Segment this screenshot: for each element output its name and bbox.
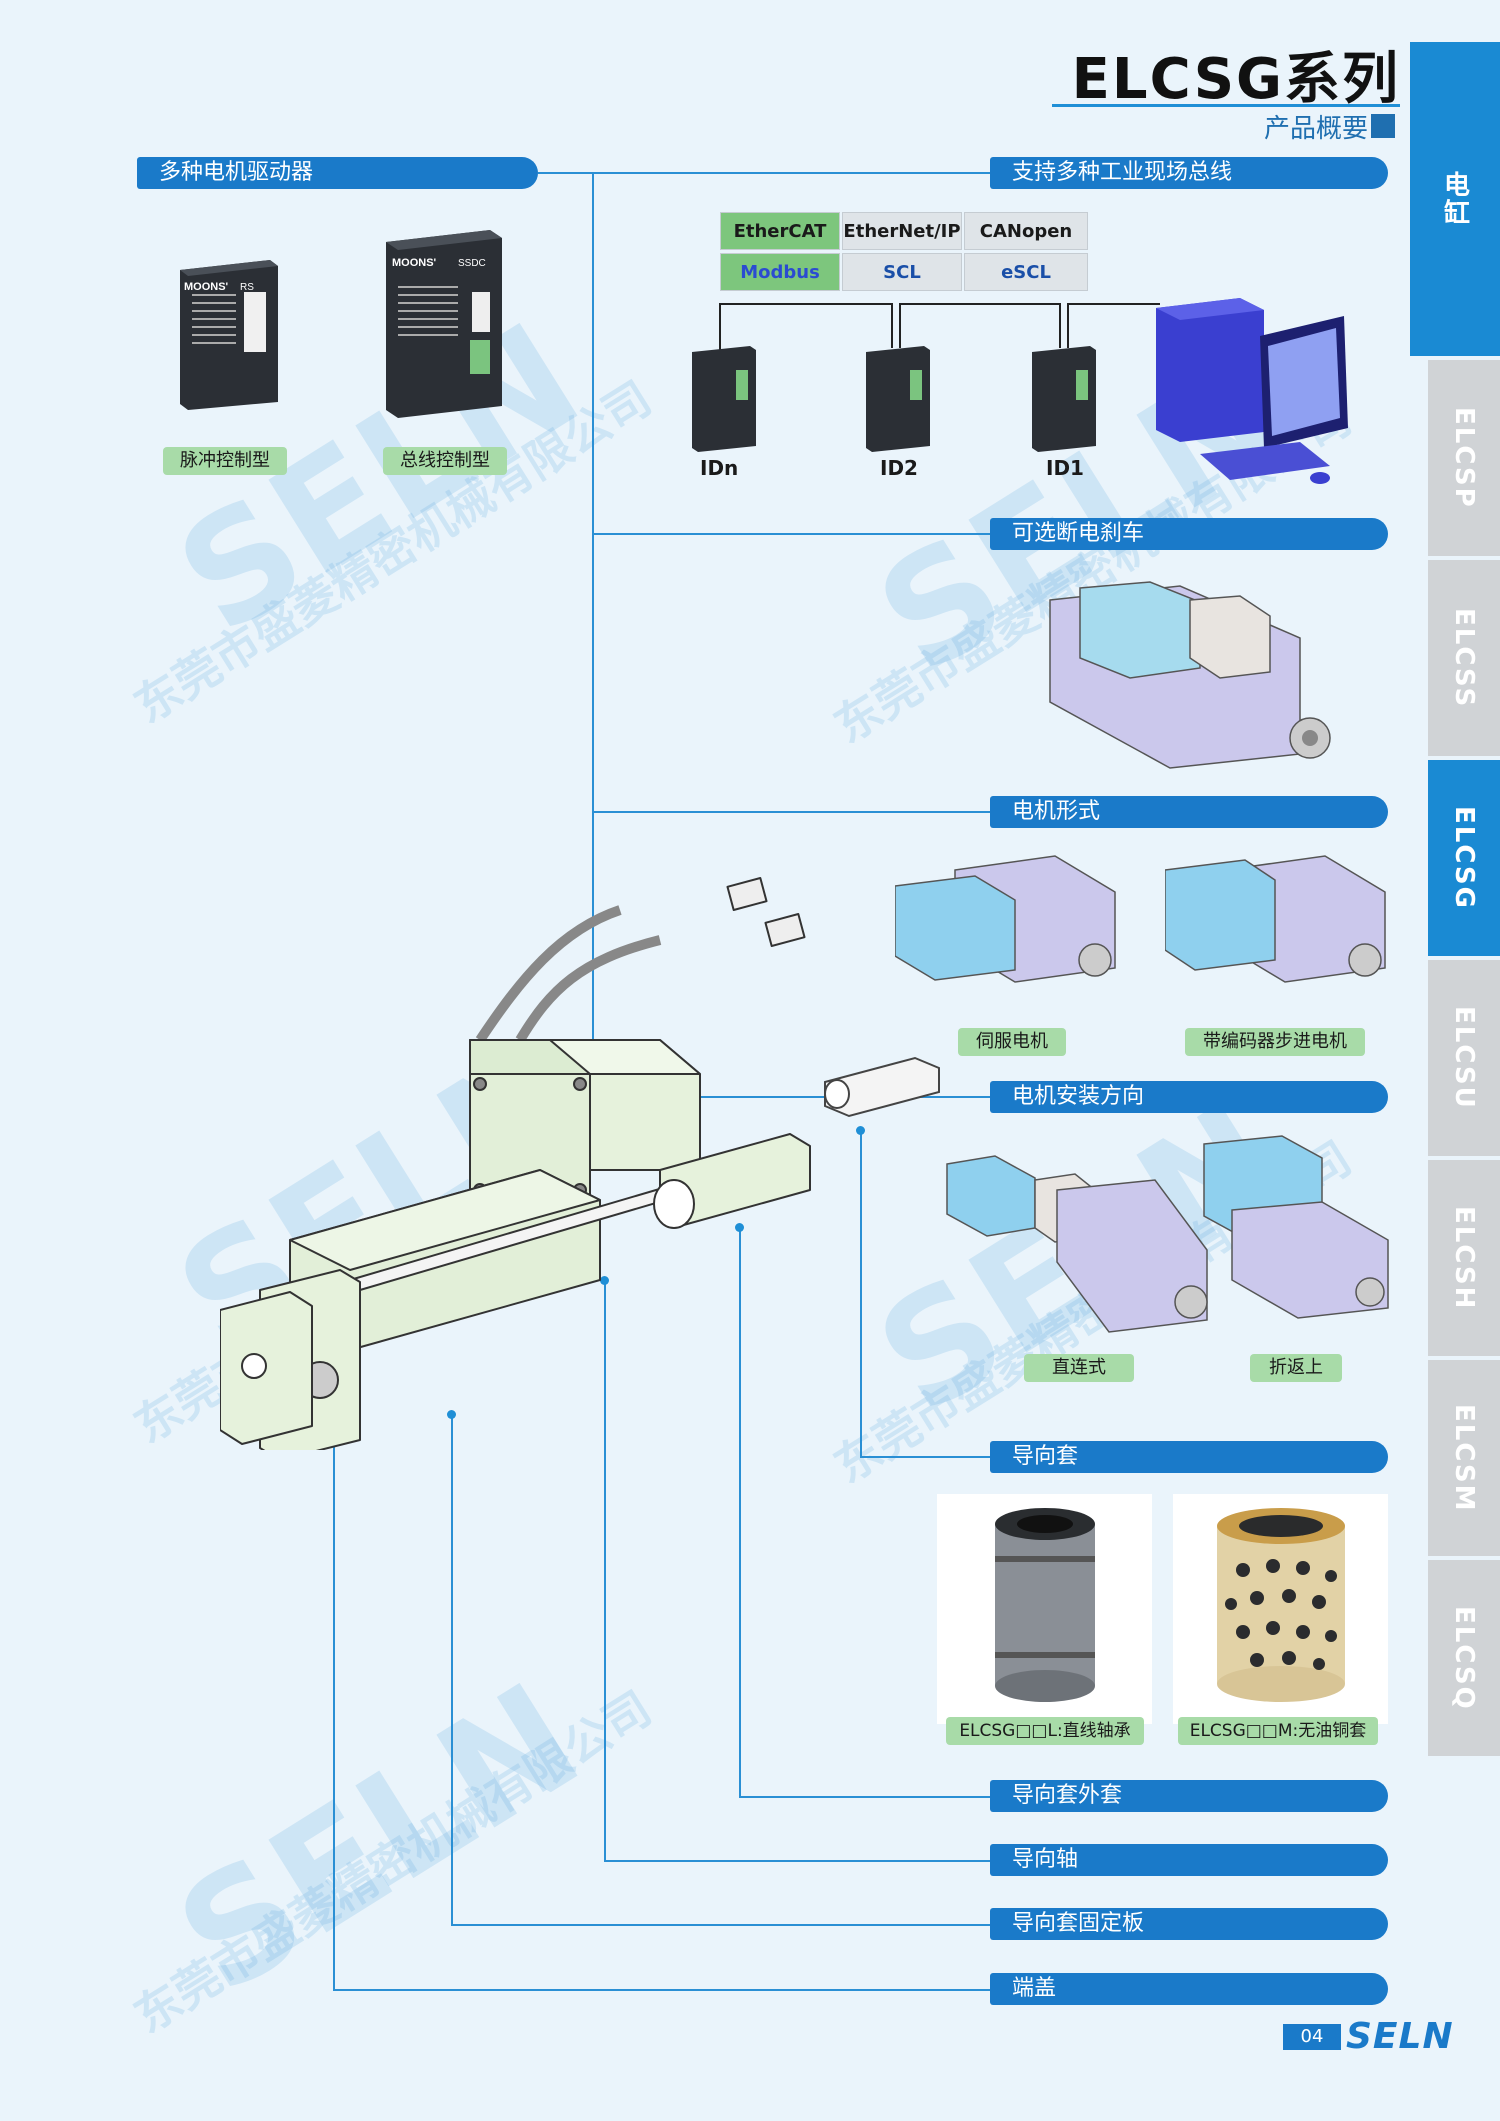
label-bush-plate: 导向套固定板 bbox=[990, 1908, 1388, 1940]
escl-logo: eSCL bbox=[964, 253, 1088, 291]
leader-dot bbox=[735, 1223, 744, 1232]
tab-elcsu[interactable]: ELCSU bbox=[1428, 960, 1500, 1156]
tab-elcss[interactable]: ELCSS bbox=[1428, 560, 1500, 756]
leader-dot bbox=[600, 1276, 609, 1285]
caption-pulse-driver: 脉冲控制型 bbox=[163, 447, 287, 475]
leader-line bbox=[739, 1228, 741, 1796]
leader-line bbox=[333, 1404, 335, 1990]
svg-text:MOONS': MOONS' bbox=[184, 281, 229, 293]
subtitle-square-icon bbox=[1371, 114, 1395, 138]
label-guide-bush: 导向套 bbox=[990, 1441, 1388, 1473]
id-label: ID1 bbox=[1046, 456, 1084, 480]
exploded-assembly-image bbox=[220, 877, 811, 1450]
leader-dot bbox=[447, 1410, 456, 1419]
caption-stepper-motor: 带编码器步进电机 bbox=[1185, 1028, 1365, 1056]
brand-logo: SELN bbox=[1346, 2016, 1454, 2057]
caption-oilless-bushing: ELCSG□□M:无油铜套 bbox=[1178, 1717, 1378, 1745]
leader-line bbox=[592, 811, 990, 813]
leader-line bbox=[451, 1414, 453, 1924]
label-bush-housing: 导向套外套 bbox=[990, 1780, 1388, 1812]
id-label: IDn bbox=[700, 456, 739, 480]
leader-line bbox=[604, 1280, 606, 1860]
leader-line bbox=[860, 1130, 862, 1456]
tab-electric-cylinder[interactable]: 电缸 bbox=[1410, 42, 1500, 356]
svg-text:MOONS': MOONS' bbox=[392, 257, 437, 269]
canopen-logo: CANopen bbox=[964, 212, 1088, 250]
scl-logo: SCL bbox=[842, 253, 962, 291]
tab-elcsq[interactable]: ELCSQ bbox=[1428, 1560, 1500, 1756]
modbus-logo: Modbus bbox=[720, 253, 840, 291]
label-fieldbus: 支持多种工业现场总线 bbox=[990, 157, 1388, 189]
label-motor-type: 电机形式 bbox=[990, 796, 1388, 828]
label-brake: 可选断电刹车 bbox=[990, 518, 1388, 550]
network-diagram bbox=[692, 298, 1348, 484]
tab-elcsg[interactable]: ELCSG bbox=[1428, 760, 1500, 956]
caption-folded-mount: 折返上 bbox=[1250, 1354, 1342, 1382]
inline-mount-image bbox=[946, 1155, 1208, 1333]
guide-bush-outline bbox=[824, 1056, 940, 1118]
servo-motor-image bbox=[895, 855, 1116, 983]
page-title: ELCSG系列 bbox=[1071, 47, 1400, 112]
label-end-cap: 端盖 bbox=[990, 1973, 1388, 2005]
caption-bus-driver: 总线控制型 bbox=[383, 447, 507, 475]
id-label: ID2 bbox=[880, 456, 918, 480]
label-guide-shaft: 导向轴 bbox=[990, 1844, 1388, 1876]
svg-text:SSDC: SSDC bbox=[458, 258, 486, 269]
folded-mount-image bbox=[1203, 1135, 1389, 1319]
leader-line bbox=[592, 172, 594, 1138]
tab-elcsp[interactable]: ELCSP bbox=[1428, 360, 1500, 556]
svg-text:RS: RS bbox=[240, 282, 254, 293]
stepper-motor-image bbox=[1165, 855, 1386, 983]
leader-line bbox=[604, 1860, 990, 1862]
caption-servo-motor: 伺服电机 bbox=[958, 1028, 1066, 1056]
linear-bearing-image bbox=[937, 1494, 1152, 1724]
leader-line bbox=[538, 172, 990, 174]
leader-dot bbox=[856, 1126, 865, 1135]
leader-line bbox=[592, 533, 990, 535]
caption-inline-mount: 直连式 bbox=[1024, 1354, 1134, 1382]
page-number: 04 bbox=[1283, 2024, 1341, 2050]
caption-linear-bearing: ELCSG□□L:直线轴承 bbox=[946, 1717, 1144, 1745]
page-subtitle: 产品概要 bbox=[1263, 114, 1368, 144]
watermark-company: 东莞市盛菱精密机械有限公司 bbox=[124, 370, 661, 734]
leader-line bbox=[860, 1456, 990, 1458]
pulse-driver-image: MOONS' RS bbox=[170, 252, 280, 412]
bus-driver-image: MOONS' SSDC bbox=[378, 222, 508, 418]
brake-cylinder-image bbox=[1049, 581, 1331, 769]
label-mount: 电机安装方向 bbox=[990, 1081, 1388, 1113]
leader-line bbox=[739, 1796, 990, 1798]
label-drivers: 多种电机驱动器 bbox=[137, 157, 538, 189]
title-rule bbox=[1052, 104, 1400, 107]
leader-line bbox=[333, 1989, 990, 1991]
watermark-brand: SELN bbox=[150, 1651, 609, 2028]
oilless-bushing-image bbox=[1173, 1494, 1388, 1724]
ethernet-ip-logo: EtherNet/IP bbox=[842, 212, 962, 250]
leader-line bbox=[451, 1924, 990, 1926]
tab-elcsm[interactable]: ELCSM bbox=[1428, 1360, 1500, 1556]
tab-elcsh[interactable]: ELCSH bbox=[1428, 1160, 1500, 1356]
ethercat-logo: EtherCAT bbox=[720, 212, 840, 250]
